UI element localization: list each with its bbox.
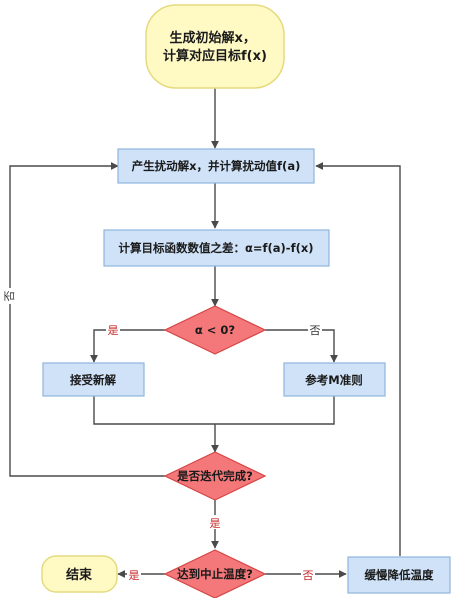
iter-label: 是否迭代完成? bbox=[176, 469, 253, 483]
svg-text:否: 否 bbox=[310, 324, 321, 337]
svg-text:生成初始解x， 计算对应目标f(x): 生成初始解x， 计算对应目标f(x) bbox=[163, 30, 267, 64]
metropolis-label: 参考M准则 bbox=[304, 373, 362, 387]
start-node: 生成初始解x， 计算对应目标f(x) bbox=[145, 4, 285, 89]
cool-node: 缓慢降低温度 bbox=[347, 556, 451, 594]
accept-node: 接受新解 bbox=[42, 362, 145, 397]
svg-text:是: 是 bbox=[210, 517, 221, 530]
edge-cond-to-accept bbox=[90, 329, 165, 363]
cool-label: 缓慢降低温度 bbox=[365, 568, 434, 582]
edge-cool-to-perturb bbox=[315, 162, 401, 556]
start-label-line2: 计算对应目标f(x) bbox=[163, 48, 267, 64]
edge-label-cond-yes: 是 bbox=[106, 322, 120, 337]
metropolis-node: 参考M准则 bbox=[283, 362, 386, 397]
edge-label-iter-no: 否 bbox=[3, 288, 17, 304]
svg-text:否: 否 bbox=[3, 291, 16, 302]
temp-decision: 达到中止温度? bbox=[163, 549, 267, 598]
edge-cond-to-metropolis bbox=[265, 329, 338, 363]
temp-label: 达到中止温度? bbox=[177, 567, 253, 581]
iter-decision: 是否迭代完成? bbox=[163, 451, 267, 501]
cond-decision: α < 0? bbox=[163, 305, 267, 355]
edge-accept-merge bbox=[93, 396, 215, 425]
cond-label: α < 0? bbox=[195, 323, 235, 337]
edge-label-cond-no: 否 bbox=[308, 322, 322, 337]
edge-label-iter-yes: 是 bbox=[208, 515, 222, 530]
diff-label: 计算目标函数数值之差：α=f(a)-f(x) bbox=[118, 241, 313, 255]
end-node: 结束 bbox=[41, 555, 118, 593]
edge-label-temp-no: 否 bbox=[301, 567, 315, 582]
edge-iter-to-perturb bbox=[9, 162, 165, 477]
edge-label-temp-yes: 是 bbox=[127, 567, 141, 582]
svg-text:是: 是 bbox=[108, 324, 119, 337]
perturb-label: 产生扰动解x，并计算扰动值f(a) bbox=[132, 159, 301, 173]
end-label: 结束 bbox=[66, 567, 93, 583]
svg-text:否: 否 bbox=[303, 569, 314, 582]
connectors bbox=[9, 88, 401, 578]
diff-node: 计算目标函数数值之差：α=f(a)-f(x) bbox=[103, 229, 330, 267]
perturb-node: 产生扰动解x，并计算扰动值f(a) bbox=[117, 148, 315, 184]
edge-metropolis-merge bbox=[215, 396, 335, 425]
accept-label: 接受新解 bbox=[70, 373, 116, 387]
start-label-line1: 生成初始解x， bbox=[170, 30, 256, 46]
svg-text:是: 是 bbox=[129, 569, 140, 582]
